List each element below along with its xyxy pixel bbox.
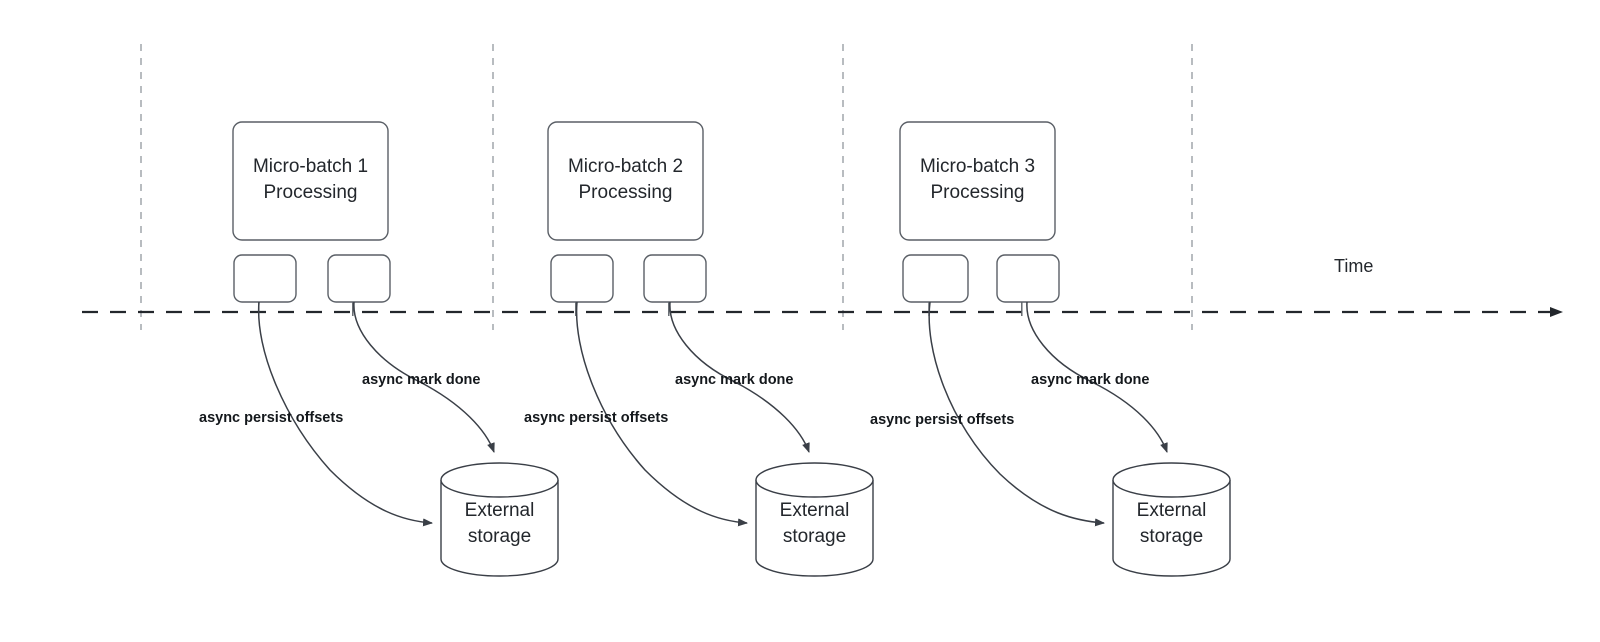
async-persist-offsets-label: async persist offsets bbox=[870, 412, 1015, 428]
async-persist-offsets-arrow bbox=[575, 301, 748, 527]
async-mark-done-arrow bbox=[353, 301, 495, 453]
external-storage-2-body bbox=[755, 480, 874, 577]
async-mark-done-arrow bbox=[1026, 301, 1168, 453]
external-storage-1-top bbox=[440, 462, 559, 498]
tick-lines-group bbox=[140, 44, 1193, 330]
external-storage-3-body bbox=[1112, 480, 1231, 577]
edges-group bbox=[257, 301, 1168, 527]
async-persist-offsets-arrow bbox=[928, 301, 1105, 527]
offset-marker-box bbox=[550, 254, 614, 303]
micro-batch-box bbox=[232, 121, 389, 241]
micro-batch-box bbox=[899, 121, 1056, 241]
async-mark-done-arrow bbox=[669, 301, 810, 453]
done-marker-box bbox=[643, 254, 707, 303]
async-persist-offsets-arrow bbox=[257, 301, 433, 527]
micro-batch-box bbox=[547, 121, 704, 241]
offset-marker-box bbox=[233, 254, 297, 303]
done-marker-box bbox=[327, 254, 391, 303]
async-mark-done-label: async mark done bbox=[1031, 372, 1150, 388]
time-axis-label: Time bbox=[1334, 256, 1374, 276]
offset-marker-box bbox=[902, 254, 969, 303]
async-mark-done-label: async mark done bbox=[675, 372, 794, 388]
async-persist-offsets-label: async persist offsets bbox=[524, 410, 669, 426]
async-persist-offsets-label: async persist offsets bbox=[199, 410, 344, 426]
async-mark-done-label: async mark done bbox=[362, 372, 481, 388]
external-storage-2-top bbox=[755, 462, 874, 498]
external-storage-1-body bbox=[440, 480, 559, 577]
shapes-group bbox=[232, 121, 1231, 577]
done-marker-box bbox=[996, 254, 1060, 303]
external-storage-3-top bbox=[1112, 462, 1231, 498]
